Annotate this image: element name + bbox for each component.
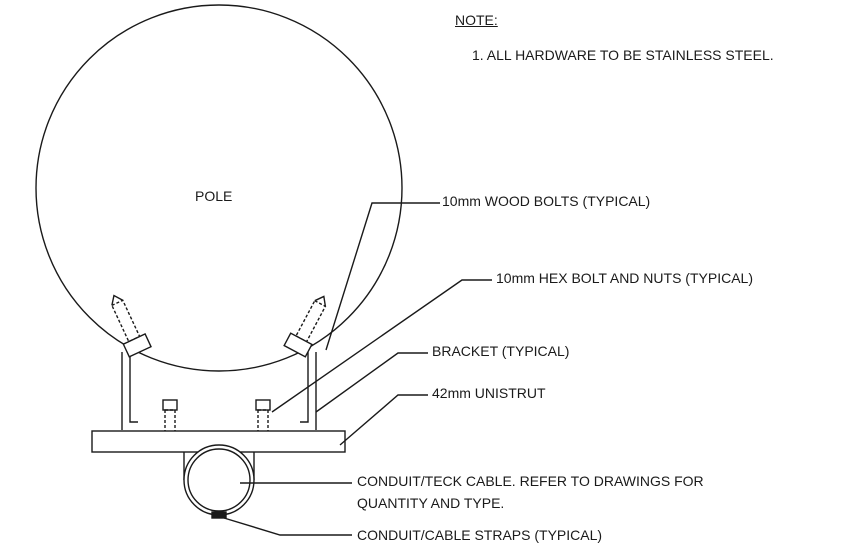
wood-bolts-callout: 10mm WOOD BOLTS (TYPICAL)	[442, 193, 651, 209]
right-hex-bolt	[255, 399, 271, 445]
conduit-callout-line2: QUANTITY AND TYPE.	[357, 495, 505, 511]
leader-unistrut	[339, 394, 428, 446]
right-bracket	[300, 352, 317, 430]
pole-label: POLE	[195, 188, 233, 204]
leader-hex-bolt	[271, 279, 492, 413]
left-wood-bolt	[110, 294, 152, 358]
bracket-callout: BRACKET (TYPICAL)	[432, 343, 570, 359]
right-wood-bolt	[283, 295, 327, 358]
straps-callout: CONDUIT/CABLE STRAPS (TYPICAL)	[357, 527, 603, 543]
left-hex-bolt	[162, 399, 178, 445]
left-bracket	[121, 352, 138, 430]
leader-wood-bolts	[325, 202, 440, 351]
pole-circle	[35, 4, 403, 372]
unistrut-callout: 42mm UNISTRUT	[432, 385, 546, 401]
leader-straps	[223, 517, 352, 536]
conduit-callout-line1: CONDUIT/TECK CABLE. REFER TO DRAWINGS FO…	[357, 473, 704, 489]
hex-bolt-callout: 10mm HEX BOLT AND NUTS (TYPICAL)	[496, 270, 753, 286]
note-heading: NOTE:	[455, 12, 498, 28]
leader-bracket	[315, 352, 428, 413]
conduit-clamp	[183, 444, 255, 519]
note-item: 1. ALL HARDWARE TO BE STAINLESS STEEL.	[472, 47, 774, 63]
